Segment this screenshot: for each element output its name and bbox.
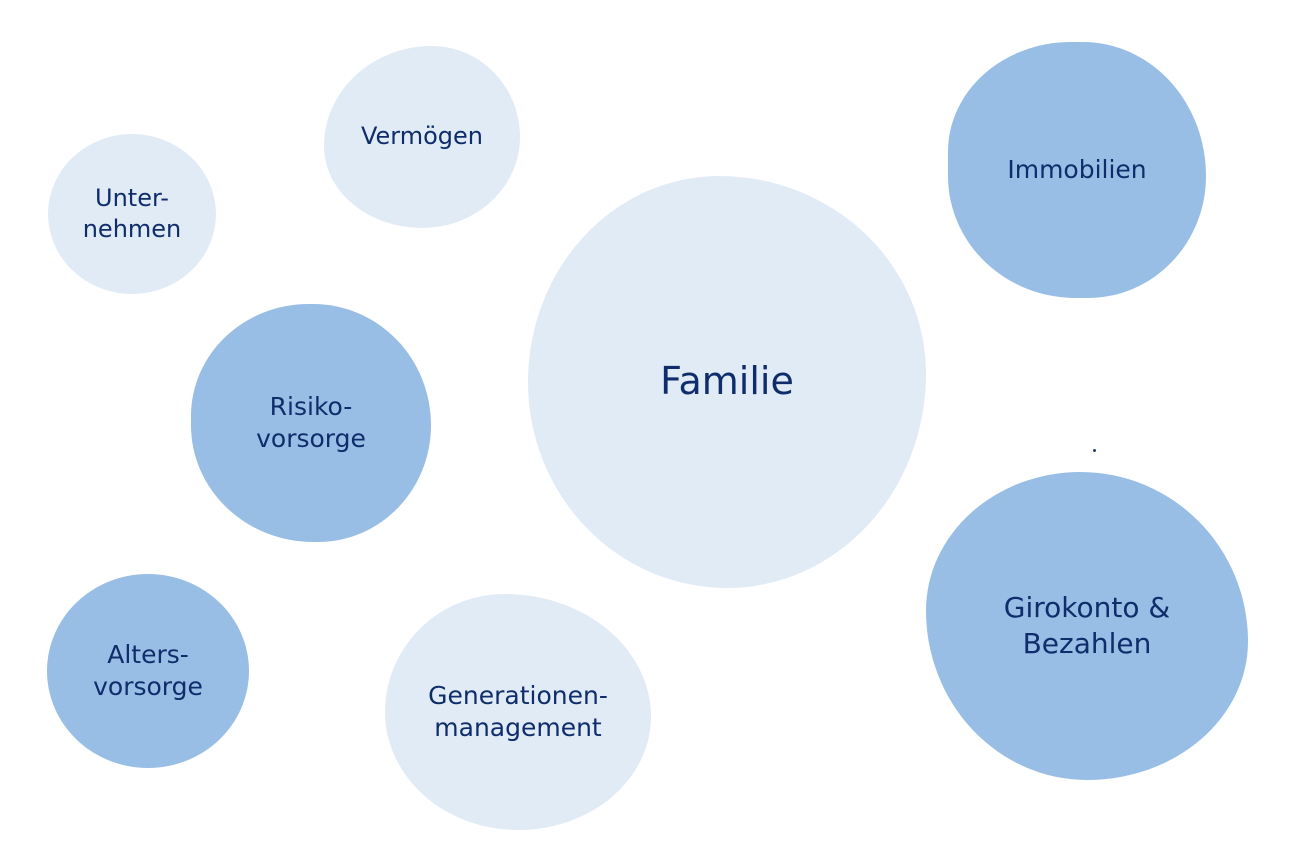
- bubble-familie[interactable]: Familie: [528, 176, 926, 588]
- bubble-vermoegen[interactable]: Vermögen: [324, 46, 520, 228]
- bubble-label: Risiko- vorsorge: [256, 391, 366, 454]
- bubble-label: Familie: [660, 359, 794, 404]
- bubble-generationenmanagement[interactable]: Generationen- management: [385, 594, 651, 830]
- stray-dot: [1093, 449, 1096, 452]
- bubble-label: Alters- vorsorge: [93, 639, 203, 702]
- bubble-immobilien[interactable]: Immobilien: [948, 42, 1206, 298]
- bubble-risikovorsorge[interactable]: Risiko- vorsorge: [191, 304, 431, 542]
- bubble-label: Girokonto & Bezahlen: [1003, 590, 1171, 660]
- bubble-altersvorsorge[interactable]: Alters- vorsorge: [47, 574, 249, 768]
- bubble-label: Vermögen: [360, 122, 484, 151]
- bubble-unternehmen[interactable]: Unter- nehmen: [48, 134, 216, 294]
- bubble-girokonto[interactable]: Girokonto & Bezahlen: [926, 472, 1248, 780]
- bubble-label: Generationen- management: [428, 680, 608, 743]
- bubble-label: Immobilien: [1007, 154, 1147, 184]
- bubble-label: Unter- nehmen: [82, 183, 182, 243]
